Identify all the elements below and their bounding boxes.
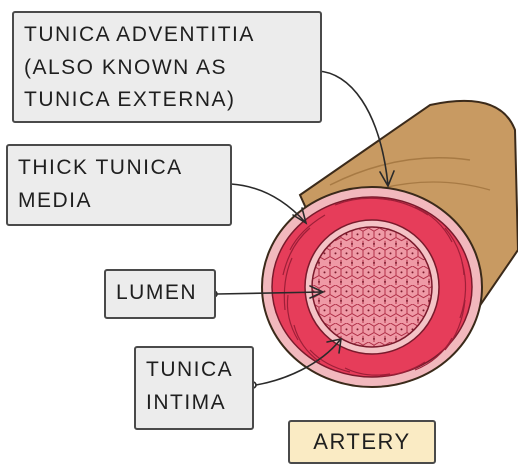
label-tunica-adventitia: TUNICA ADVENTITIA (ALSO KNOWN AS TUNICA …: [12, 11, 322, 123]
label-lumen: LUMEN: [104, 269, 216, 319]
label-thick-tunica-media: THICK TUNICA MEDIA: [6, 144, 232, 226]
diagram-caption: ARTERY: [288, 420, 436, 464]
label-tunica-intima: TUNICA INTIMA: [134, 346, 254, 430]
